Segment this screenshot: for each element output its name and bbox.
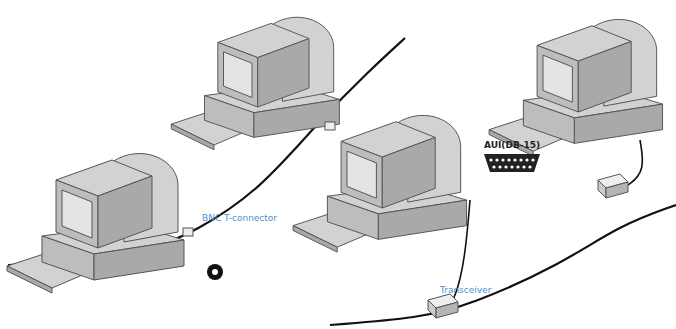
pin xyxy=(495,158,498,161)
keyboard-edge xyxy=(7,266,52,293)
keyboard-edge xyxy=(293,226,337,252)
pin xyxy=(501,158,504,161)
monitor-side xyxy=(382,137,435,208)
pin xyxy=(531,158,534,161)
transceiver-front xyxy=(428,300,436,318)
part-label: BNC T-connector xyxy=(202,214,277,224)
monitor-front xyxy=(537,45,578,112)
pin xyxy=(507,158,510,161)
computer xyxy=(293,115,466,252)
monitor-front xyxy=(218,42,258,107)
pin xyxy=(522,165,525,168)
keyboard-edge xyxy=(171,124,214,150)
pin xyxy=(489,158,492,161)
case-side xyxy=(254,99,339,137)
computer xyxy=(7,154,184,293)
db15-connector xyxy=(484,154,540,172)
screen xyxy=(62,190,92,238)
computer xyxy=(171,17,339,150)
monitor-front xyxy=(56,180,98,248)
pin xyxy=(492,165,495,168)
part-label: Transceiver xyxy=(440,286,491,296)
pin xyxy=(504,165,507,168)
terminator-hole xyxy=(212,269,218,275)
transceiver-side xyxy=(436,302,458,318)
case-side xyxy=(574,104,662,143)
connector-label: AUI(DB-15) xyxy=(484,141,540,151)
screen xyxy=(224,52,253,98)
monitor-side xyxy=(258,39,309,107)
transceiver-front xyxy=(598,180,606,198)
t-connector xyxy=(325,122,335,130)
transceiver-side xyxy=(606,182,628,198)
computer xyxy=(489,19,662,156)
cable xyxy=(8,38,405,265)
t-connector xyxy=(183,228,193,236)
screen xyxy=(347,151,376,198)
pin xyxy=(498,165,501,168)
case-side xyxy=(94,240,184,280)
terminator xyxy=(207,264,223,280)
connector-shell xyxy=(484,154,540,172)
pin xyxy=(516,165,519,168)
monitor-front xyxy=(341,141,382,208)
pin xyxy=(519,158,522,161)
transceiver xyxy=(598,174,628,198)
pin xyxy=(525,158,528,161)
pin xyxy=(510,165,513,168)
pin xyxy=(528,165,531,168)
monitor-side xyxy=(578,41,631,112)
screen xyxy=(543,55,572,102)
case-side xyxy=(378,200,466,239)
transceiver xyxy=(428,294,458,318)
pin xyxy=(513,158,516,161)
monitor-side xyxy=(98,176,152,248)
